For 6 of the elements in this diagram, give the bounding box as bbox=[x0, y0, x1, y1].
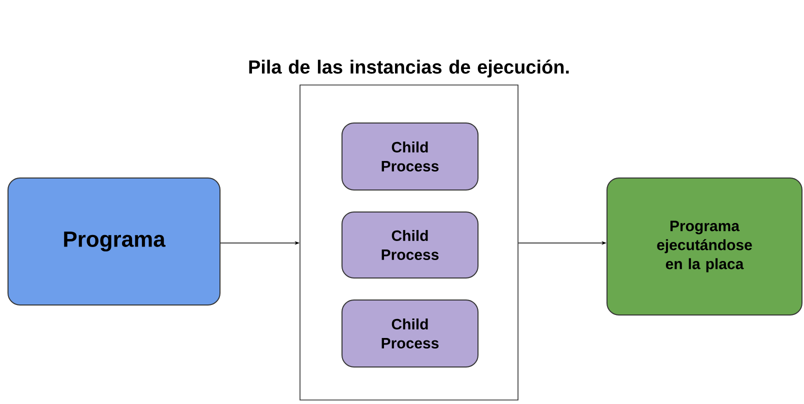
process-box: Child Process bbox=[342, 300, 478, 368]
process-box: Programa ejecutándose en la placa bbox=[606, 178, 802, 316]
process-box: Child Process bbox=[342, 122, 478, 190]
process-box: Programa bbox=[8, 178, 220, 306]
node-label: Pila de las instancias de ejecución. bbox=[249, 60, 569, 78]
process-box: Child Process bbox=[342, 212, 478, 278]
